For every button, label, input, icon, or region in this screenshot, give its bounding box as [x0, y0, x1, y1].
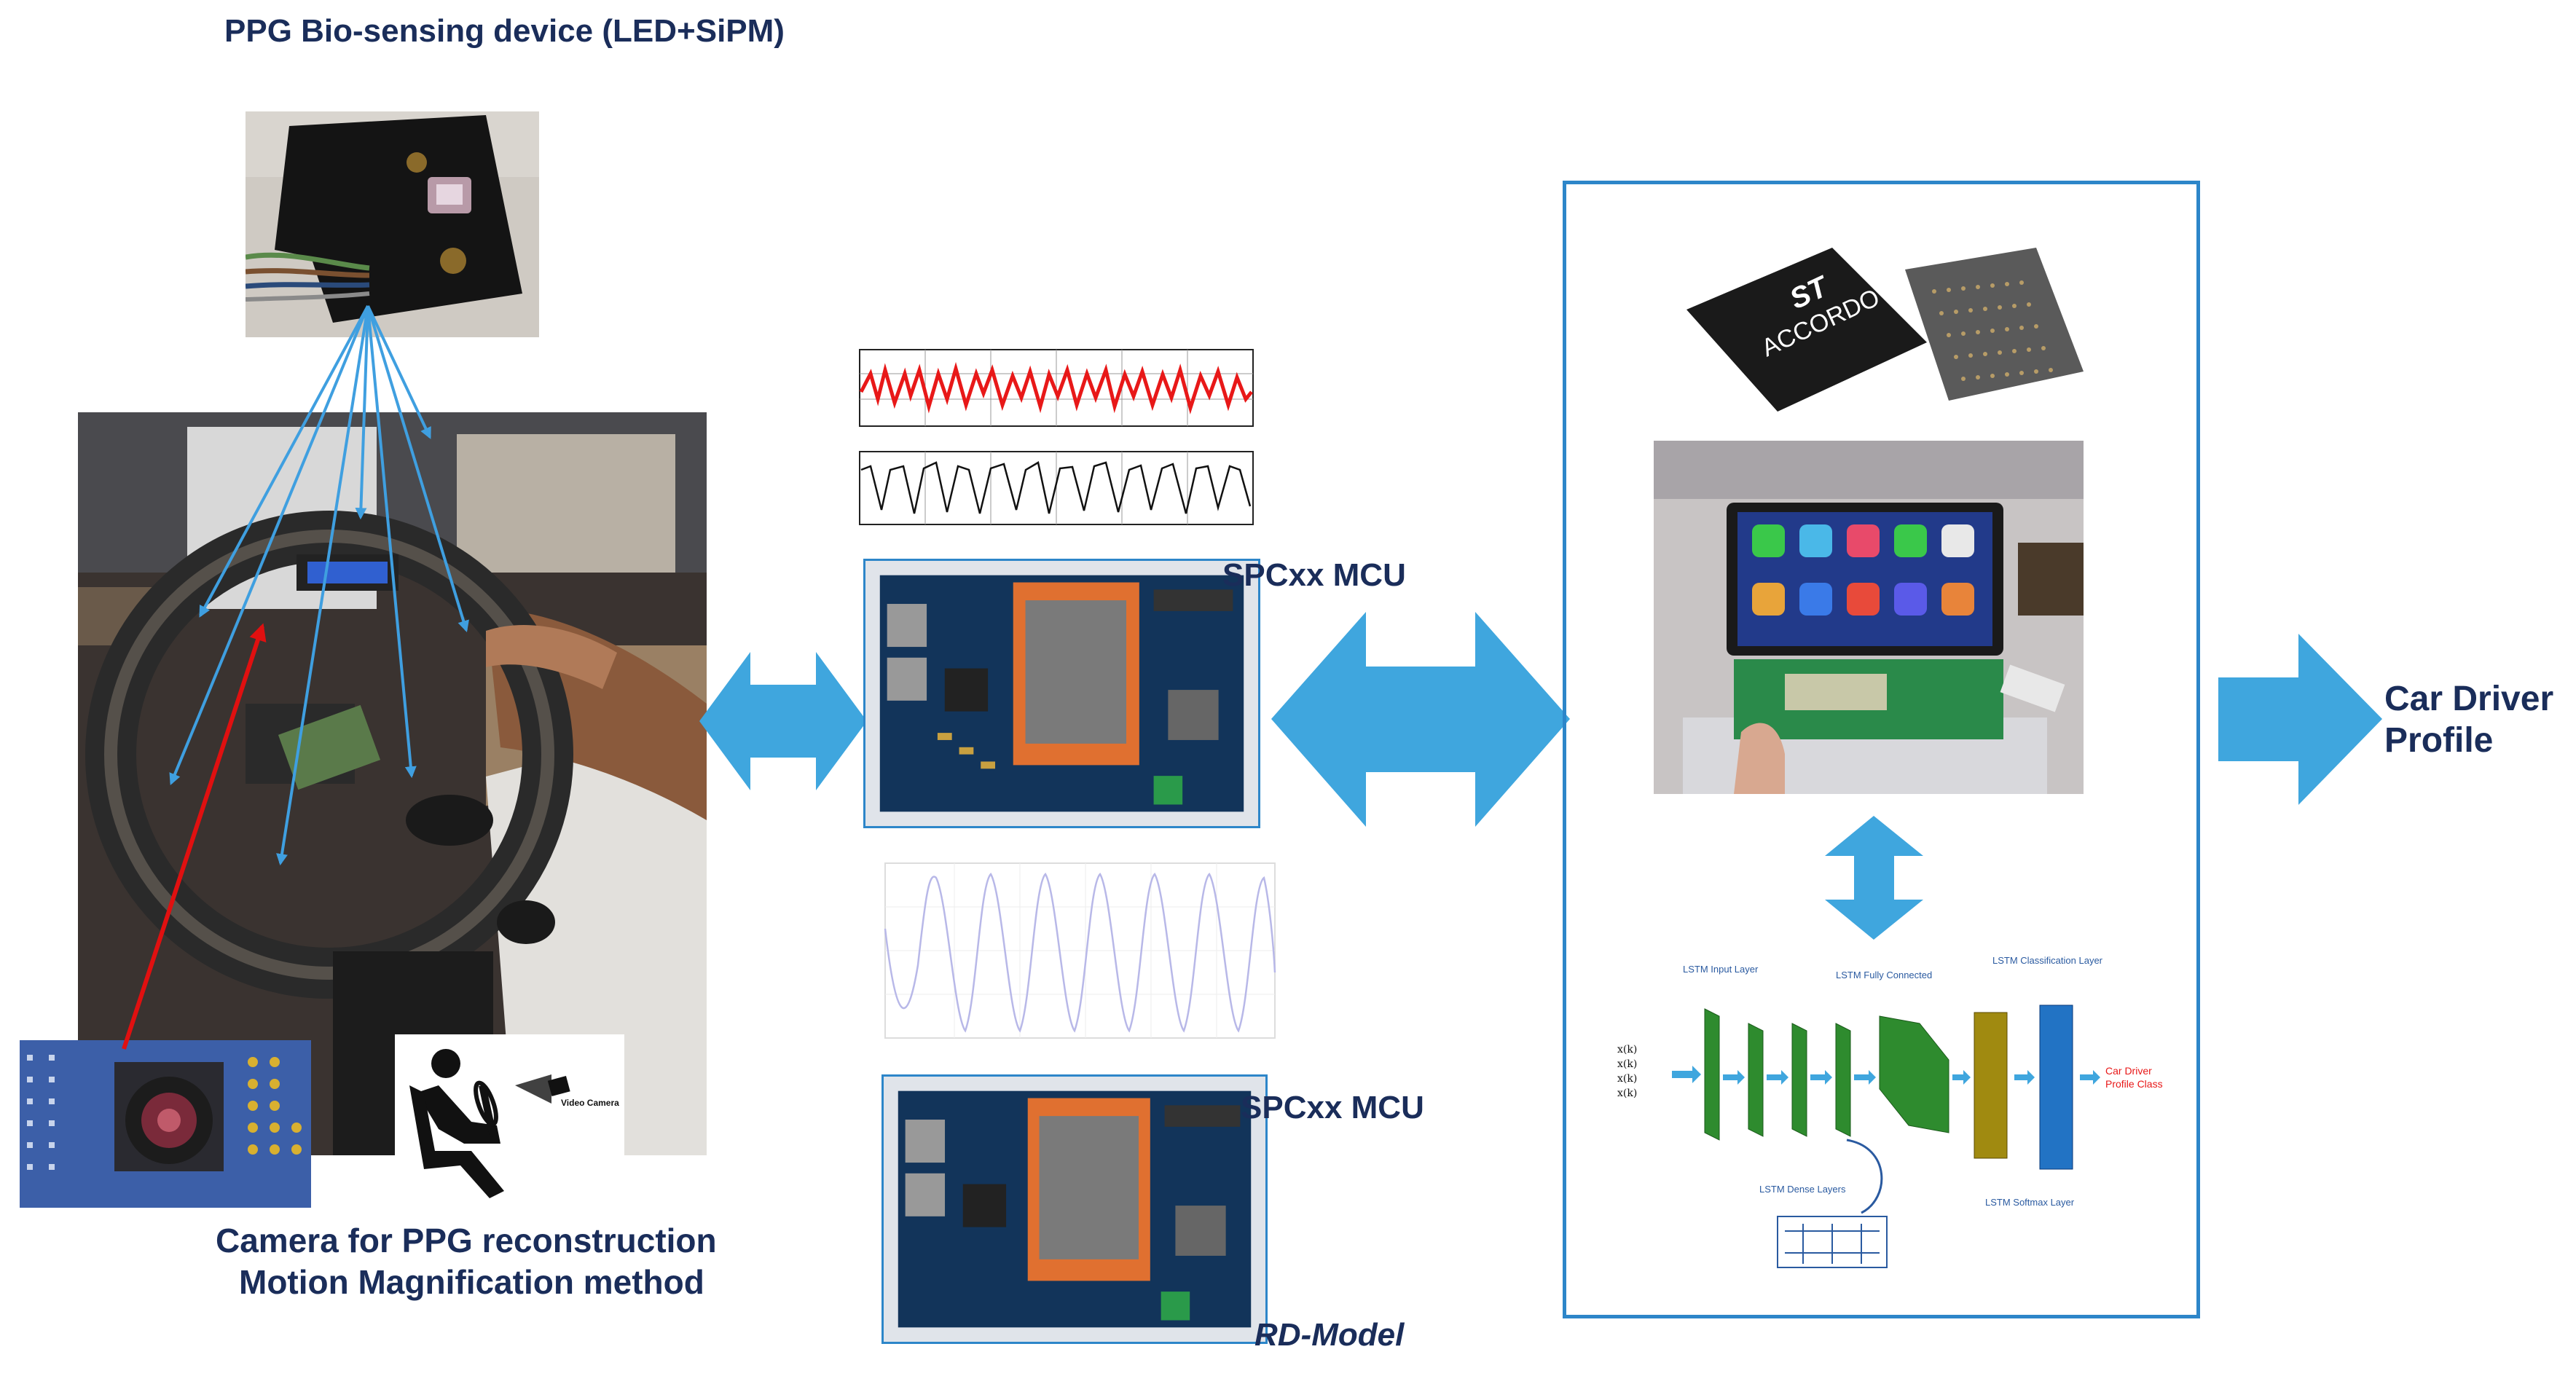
arrow-output — [2218, 634, 2382, 805]
lstm-softmax-layer-label: LSTM Softmax Layer — [1985, 1197, 2075, 1208]
arrow-left-double — [699, 652, 867, 790]
ppg-signal-plot-middle — [838, 441, 1268, 539]
infotainment-board-photo — [1654, 441, 2084, 794]
mcu-label-top: SPCxx MCU — [1222, 557, 1406, 593]
ppg-signal-plot-top — [838, 341, 1268, 436]
accordo-chip-photo: ST ACCORDO 5 — [1686, 233, 2087, 430]
ppg-signal-plot-lower — [874, 856, 1282, 1053]
mcu-label-bottom: SPCxx MCU — [1241, 1090, 1424, 1125]
lstm-dense-layers-label: LSTM Dense Layers — [1759, 1184, 1846, 1195]
output-label-line1: Car Driver — [2384, 680, 2554, 718]
lstm-network-diagram: LSTM Input Layer LSTM Fully Connected LS… — [1614, 943, 2189, 1286]
output-label-line2: Profile — [2384, 721, 2494, 760]
arrow-middle-double — [1271, 612, 1570, 827]
lstm-output-line1: Car Driver — [2105, 1065, 2152, 1077]
lstm-output-line2: Profile Class — [2105, 1078, 2163, 1090]
driver-camera-pictogram: Video Camera — [395, 1034, 624, 1202]
mcu-board-photo-top — [863, 559, 1260, 828]
camera-caption-line2: Motion Magnification method — [239, 1263, 704, 1301]
accordo-processing-frame — [1563, 181, 2200, 1318]
ppg-device-label: PPG Bio-sensing device (LED+SiPM) — [224, 13, 785, 49]
svg-text:x(k): x(k) — [1617, 1058, 1637, 1070]
camera-module-photo — [20, 1040, 311, 1208]
camera-caption-line1: Camera for PPG reconstruction — [216, 1222, 717, 1259]
rd-model-label: RD-Model — [1254, 1317, 1405, 1353]
mcu-board-photo-bottom — [881, 1074, 1268, 1344]
lstm-input-layer-label: LSTM Input Layer — [1683, 964, 1759, 975]
lstm-fully-connected-label: LSTM Fully Connected — [1836, 970, 1932, 980]
video-camera-label: Video Camera — [561, 1098, 619, 1108]
arrow-vertical-double — [1825, 816, 1923, 940]
svg-text:x(k): x(k) — [1617, 1073, 1637, 1085]
svg-text:x(k): x(k) — [1617, 1044, 1637, 1055]
ppg-sensor-photo — [246, 111, 539, 337]
lstm-classification-layer-label: LSTM Classification Layer — [1992, 955, 2103, 966]
svg-text:x(k): x(k) — [1617, 1088, 1637, 1099]
